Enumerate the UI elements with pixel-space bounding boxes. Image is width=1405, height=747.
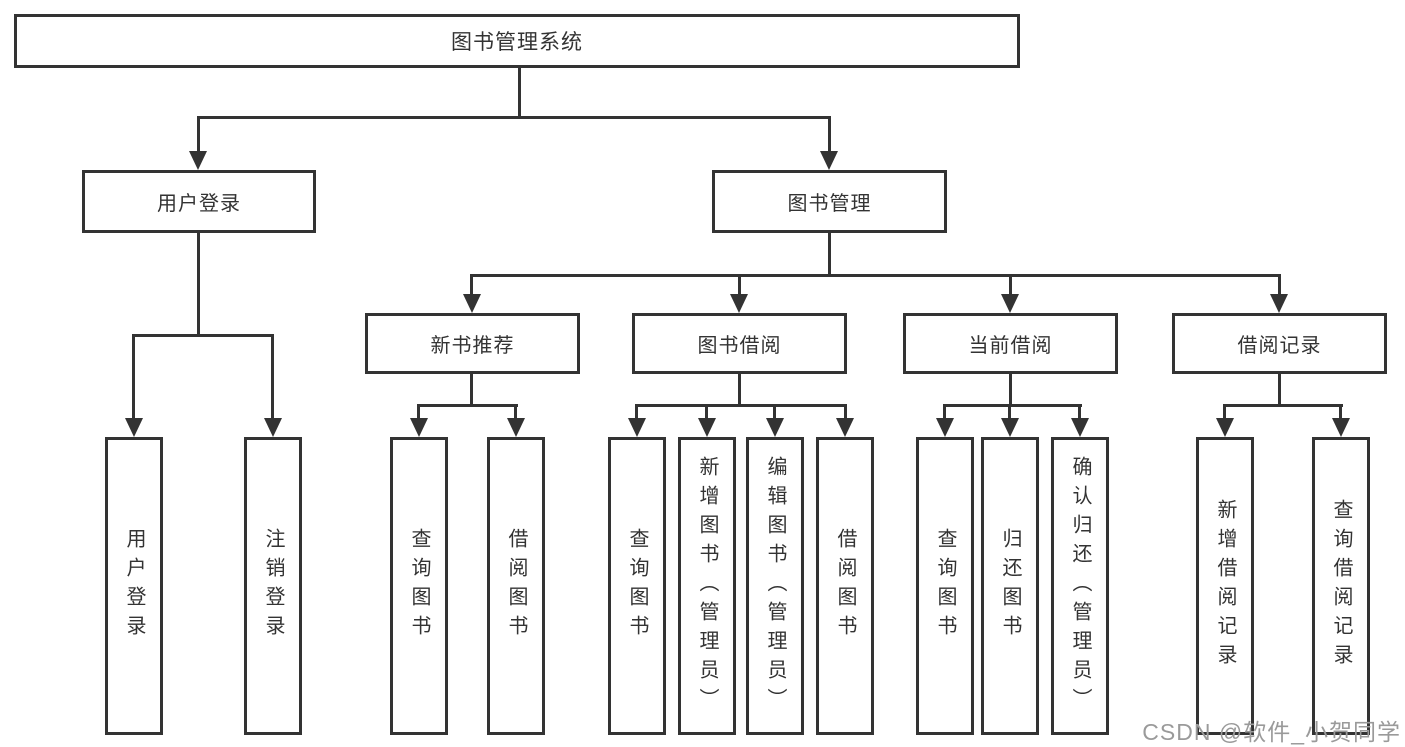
connector-cb-leaf1 <box>943 404 946 422</box>
connector-root-stem <box>518 68 521 117</box>
leaf-return-books-label: 归还图书 <box>999 528 1021 644</box>
arrowhead-bb-leaf2 <box>698 418 716 437</box>
connector-cb-leaf2 <box>1008 404 1011 422</box>
connector-to-leaf-logout <box>271 334 274 420</box>
node-user-login-label: 用户登录 <box>157 193 241 215</box>
arrowhead-bb-leaf1 <box>628 418 646 437</box>
leaf-confirm-return-admin: 确认归还（管理员） <box>1051 437 1109 735</box>
connector-borrow-records-rail <box>1223 404 1343 407</box>
connector-bb-leaf2 <box>705 404 708 422</box>
leaf-edit-books-admin: 编辑图书（管理员） <box>746 437 804 735</box>
arrowhead-nb-leaf1 <box>410 418 428 437</box>
node-new-book-recommend-label: 新书推荐 <box>430 335 515 357</box>
connector-user-login-stem <box>197 233 200 337</box>
node-book-management-label: 图书管理 <box>787 193 872 215</box>
leaf-user-login: 用户登录 <box>105 437 163 735</box>
connector-book-mgmt-stem <box>828 233 831 277</box>
arrowhead-cb-leaf1 <box>936 418 954 437</box>
leaf-query-borrow-record-label: 查询借阅记录 <box>1330 499 1352 673</box>
arrowhead-br-leaf2 <box>1332 418 1350 437</box>
connector-new-book-stem <box>470 374 473 407</box>
leaf-edit-books-admin-label: 编辑图书（管理员） <box>764 455 786 717</box>
leaf-user-login-label: 用户登录 <box>123 528 145 644</box>
connector-book-borrow-rail <box>635 404 847 407</box>
connector-br-leaf2 <box>1339 404 1342 422</box>
connector-nb-leaf2 <box>514 404 517 422</box>
leaf-query-books-current-label: 查询图书 <box>934 528 956 644</box>
leaf-add-books-admin-label: 新增图书（管理员） <box>696 455 718 717</box>
node-current-borrowing-label: 当前借阅 <box>968 335 1053 357</box>
arrowhead-nb-leaf2 <box>507 418 525 437</box>
arrowhead-cb-leaf3 <box>1071 418 1089 437</box>
leaf-query-borrow-record: 查询借阅记录 <box>1312 437 1370 735</box>
node-new-book-recommend: 新书推荐 <box>365 313 580 374</box>
arrowhead-borrow-records <box>1270 294 1288 313</box>
connector-nb-leaf1 <box>417 404 420 422</box>
connector-book-mgmt-rail <box>470 274 1281 277</box>
leaf-borrow-books-borrowing: 借阅图书 <box>816 437 874 735</box>
node-root-label: 图书管理系统 <box>451 31 583 54</box>
leaf-borrow-books-borrowing-label: 借阅图书 <box>834 528 856 644</box>
leaf-add-borrow-record-label: 新增借阅记录 <box>1214 499 1236 673</box>
arrowhead-leaf-login <box>125 418 143 437</box>
node-borrowing-records: 借阅记录 <box>1172 313 1387 374</box>
connector-user-login-rail <box>132 334 274 337</box>
node-root: 图书管理系统 <box>14 14 1020 68</box>
leaf-query-books-borrowing: 查询图书 <box>608 437 666 735</box>
leaf-return-books: 归还图书 <box>981 437 1039 735</box>
arrowhead-leaf-logout <box>264 418 282 437</box>
connector-to-new-book <box>470 274 473 298</box>
arrowhead-bb-leaf3 <box>766 418 784 437</box>
connector-book-borrow-stem <box>738 374 741 407</box>
leaf-borrow-books-recommend-label: 借阅图书 <box>505 528 527 644</box>
connector-to-current-borrow <box>1009 274 1012 298</box>
node-current-borrowing: 当前借阅 <box>903 313 1118 374</box>
connector-new-book-rail <box>417 404 518 407</box>
arrowhead-book-borrow <box>730 294 748 313</box>
node-book-management: 图书管理 <box>712 170 947 233</box>
connector-br-leaf1 <box>1223 404 1226 422</box>
connector-borrow-records-stem <box>1278 374 1281 407</box>
connector-to-borrow-records <box>1278 274 1281 298</box>
leaf-query-books-current: 查询图书 <box>916 437 974 735</box>
connector-to-user-login <box>197 116 200 154</box>
connector-root-rail <box>197 116 831 119</box>
connector-to-book-mgmt <box>828 116 831 154</box>
leaf-query-books-recommend-label: 查询图书 <box>408 528 430 644</box>
leaf-add-borrow-record: 新增借阅记录 <box>1196 437 1254 735</box>
leaf-query-books-borrowing-label: 查询图书 <box>626 528 648 644</box>
arrowhead-current-borrow <box>1001 294 1019 313</box>
leaf-add-books-admin: 新增图书（管理员） <box>678 437 736 735</box>
arrowhead-cb-leaf2 <box>1001 418 1019 437</box>
node-book-borrowing: 图书借阅 <box>632 313 847 374</box>
leaf-logout: 注销登录 <box>244 437 302 735</box>
arrowhead-user-login <box>189 151 207 170</box>
leaf-logout-label: 注销登录 <box>262 528 284 644</box>
connector-bb-leaf4 <box>844 404 847 422</box>
node-borrowing-records-label: 借阅记录 <box>1237 335 1322 357</box>
node-user-login: 用户登录 <box>82 170 316 233</box>
connector-current-borrow-rail <box>943 404 1082 407</box>
connector-bb-leaf1 <box>635 404 638 422</box>
arrowhead-new-book <box>463 294 481 313</box>
node-book-borrowing-label: 图书借阅 <box>697 335 782 357</box>
connector-current-borrow-stem <box>1009 374 1012 407</box>
leaf-confirm-return-admin-label: 确认归还（管理员） <box>1069 455 1091 717</box>
leaf-query-books-recommend: 查询图书 <box>390 437 448 735</box>
leaf-borrow-books-recommend: 借阅图书 <box>487 437 545 735</box>
arrowhead-br-leaf1 <box>1216 418 1234 437</box>
connector-bb-leaf3 <box>773 404 776 422</box>
arrowhead-bb-leaf4 <box>836 418 854 437</box>
connector-to-book-borrow <box>738 274 741 298</box>
arrowhead-book-mgmt <box>820 151 838 170</box>
connector-cb-leaf3 <box>1078 404 1081 422</box>
connector-to-leaf-login <box>132 334 135 420</box>
csdn-watermark: CSDN @软件_小贺同学 <box>1142 719 1401 745</box>
